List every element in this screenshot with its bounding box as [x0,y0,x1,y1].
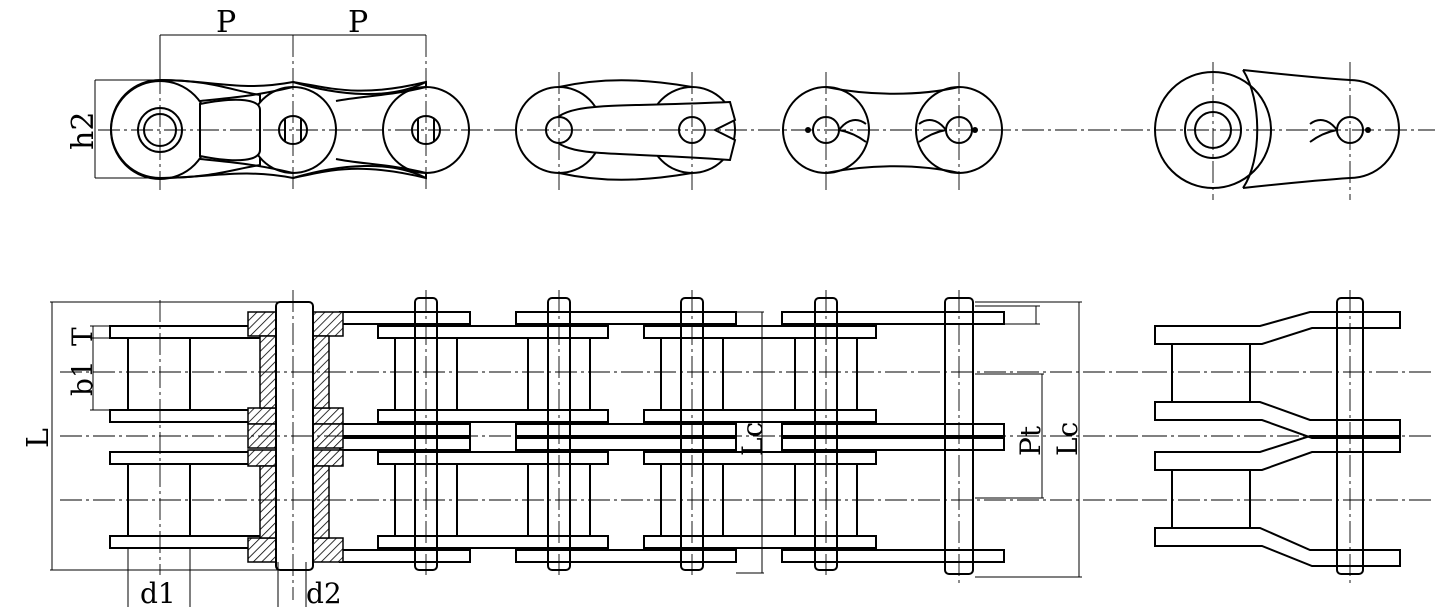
pin-diameter-label: d2 [306,577,342,609]
overall-length-label: L [21,428,56,448]
inner-width-label: b1 [66,360,99,396]
transverse-pitch-label: Pt [1014,425,1047,456]
connecting-link-side-view [1154,62,1400,200]
pitch-label-right: P [348,5,368,40]
length-c-left-label: Lc [736,422,769,456]
side-view: P P h2 [66,5,1435,190]
plate-thickness-label: T [66,327,99,346]
cotter-pin-1 [838,119,867,143]
length-c-right-label: Lc [1051,422,1084,456]
offset-link-plan-view [1145,290,1435,585]
roller-diameter-label: d1 [140,577,176,609]
plate-height-label: h2 [66,112,101,150]
spring-clip-plate [546,100,737,162]
roller-top-1 [127,337,191,411]
cotter-pin-2 [918,119,947,143]
pitch-label-left: P [216,5,236,40]
plan-view: L T b1 d1 d2 Lc Pt Lc [21,290,1150,609]
